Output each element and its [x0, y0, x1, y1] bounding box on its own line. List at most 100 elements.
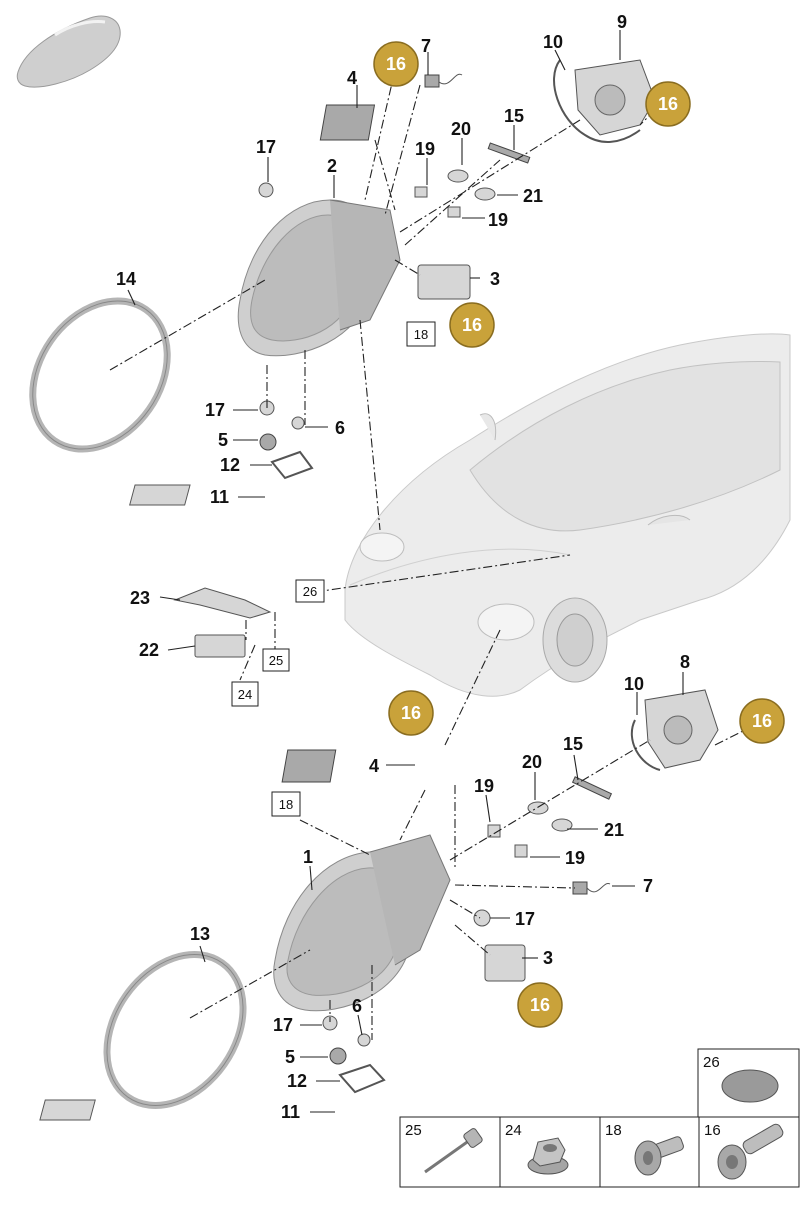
- legend-label-24: 24: [505, 1122, 522, 1139]
- boxed-label-25: 25: [262, 648, 290, 672]
- legend-label-16: 16: [704, 1122, 721, 1139]
- headlight-ring-upper-illustration: [29, 297, 171, 453]
- torx-bolt-18-icon: [634, 1136, 684, 1176]
- led-module-upper-part: [319, 104, 376, 141]
- fastener-legend-table: 26 25 24 18 16: [399, 1048, 800, 1188]
- actuator-upper-part: [574, 59, 656, 136]
- bulb-lower-part: [329, 1047, 347, 1065]
- clip-upper-b-part: [447, 206, 461, 218]
- callout-12-lower: 12: [287, 1071, 307, 1091]
- bracket-lower-part: [357, 1033, 371, 1047]
- callout-11-upper: 11: [210, 487, 229, 507]
- callout-7-upper: 7: [421, 36, 431, 56]
- callout-19-upper-b: 19: [488, 210, 508, 230]
- bracket-23-part: [173, 587, 272, 619]
- badge-16-d: 16: [388, 690, 434, 736]
- svg-text:16: 16: [462, 315, 482, 335]
- headlight-ring-lower-illustration: [103, 951, 247, 1109]
- callout-9: 9: [617, 12, 627, 32]
- badge-16-b: 16: [645, 81, 691, 127]
- control-unit-upper-part: [417, 264, 471, 300]
- callout-17-lower-right: 17: [515, 909, 535, 929]
- gear-lower-b-part: [551, 818, 573, 832]
- dashed-connection-lines: [109, 69, 746, 1040]
- boxed-label-18-upper: 18: [406, 321, 436, 347]
- cap-top-part: [258, 182, 274, 198]
- strip-upper-part: [487, 142, 531, 164]
- boxed-label-26: 26: [295, 579, 325, 603]
- module-22-part: [194, 634, 246, 658]
- cap-lower-left-part: [322, 1015, 338, 1031]
- rivet-icon: [424, 1128, 483, 1174]
- callout-10-lower: 10: [624, 674, 644, 694]
- badge-16-e: 16: [739, 698, 785, 744]
- callout-23: 23: [130, 588, 150, 608]
- grommet-icon: [721, 1069, 779, 1103]
- callout-15-lower: 15: [563, 734, 583, 754]
- boxed-label-24: 24: [231, 681, 259, 707]
- callout-numbers: 4 7 9 10 15 20 19 21 19 3 2 17 14 17 5 6…: [116, 12, 690, 1122]
- callout-19-upper-a: 19: [415, 139, 435, 159]
- gear-upper-a-part: [447, 169, 469, 183]
- callout-1: 1: [303, 847, 313, 867]
- cable-upper-part: [553, 59, 641, 143]
- clip-lower-a-part: [487, 824, 501, 838]
- cover-upper-part: [129, 484, 191, 506]
- svg-text:18: 18: [414, 327, 428, 342]
- svg-text:16: 16: [752, 711, 772, 731]
- seal-lower-part: [338, 1063, 386, 1094]
- callout-17-lower: 17: [273, 1015, 293, 1035]
- cable-lower-part: [630, 719, 661, 771]
- callout-19-lower-a: 19: [474, 776, 494, 796]
- svg-text:16: 16: [658, 94, 678, 114]
- leader-lines: [127, 30, 684, 1113]
- callout-2: 2: [327, 156, 337, 176]
- boxed-label-18-lower: 18: [271, 791, 301, 817]
- callout-14: 14: [116, 269, 136, 289]
- seal-upper-part: [270, 450, 314, 480]
- svg-text:18: 18: [279, 797, 293, 812]
- gear-upper-b-part: [474, 187, 496, 201]
- svg-text:16: 16: [530, 995, 550, 1015]
- car-body-illustration: [344, 333, 791, 697]
- callout-17-upper: 17: [205, 400, 225, 420]
- badge-16-c: 16: [449, 302, 495, 348]
- callout-20-lower: 20: [522, 752, 542, 772]
- led-module-lower-part: [281, 749, 337, 783]
- svg-text:24: 24: [238, 687, 252, 702]
- car-thumbnail-icon: [16, 15, 121, 88]
- torx-bolt-16-icon: [717, 1123, 784, 1180]
- clip-upper-a-part: [414, 186, 428, 198]
- legend-cell-25: [399, 1116, 501, 1188]
- bracket-upper-part: [291, 416, 305, 430]
- svg-text:25: 25: [269, 653, 283, 668]
- callout-5-upper: 5: [218, 430, 228, 450]
- connector-upper-part: [424, 73, 463, 88]
- callout-11-lower: 11: [281, 1102, 300, 1122]
- badge-16-a: 16: [373, 41, 419, 87]
- cap-lower-right-part: [473, 909, 491, 927]
- gear-lower-a-part: [527, 801, 549, 815]
- callout-13: 13: [190, 924, 210, 944]
- actuator-lower-part: [644, 689, 719, 769]
- callout-3-lower: 3: [543, 948, 553, 968]
- callout-8: 8: [680, 652, 690, 672]
- svg-text:16: 16: [401, 703, 421, 723]
- callout-4-lower: 4: [369, 756, 379, 776]
- badge-16-f: 16: [517, 982, 563, 1028]
- callout-12-upper: 12: [220, 455, 240, 475]
- callout-19-lower-b: 19: [565, 848, 585, 868]
- flange-nut-icon: [527, 1137, 569, 1175]
- legend-label-18: 18: [605, 1122, 622, 1139]
- callout-7-lower: 7: [643, 876, 653, 896]
- callout-15-upper: 15: [504, 106, 524, 126]
- callout-21-upper: 21: [523, 186, 543, 206]
- legend-label-25: 25: [405, 1122, 422, 1139]
- control-unit-lower-part: [484, 944, 526, 982]
- callout-10-upper: 10: [543, 32, 563, 52]
- legend-label-26: 26: [703, 1054, 720, 1071]
- callout-3-upper: 3: [490, 269, 500, 289]
- cover-lower-part: [39, 1099, 96, 1121]
- callout-20-upper: 20: [451, 119, 471, 139]
